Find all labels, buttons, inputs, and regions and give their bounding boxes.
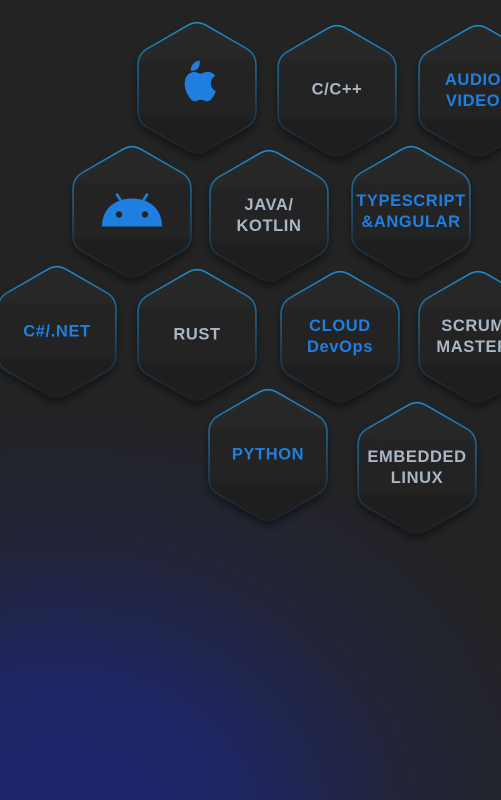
hex-label-typescript-angular[interactable]: TYPESCRIPT &ANGULAR xyxy=(356,192,466,231)
hexagon-rust[interactable] xyxy=(137,268,257,402)
hexagon-typescript[interactable] xyxy=(351,145,471,279)
hex-label-scrum-master[interactable]: SCRUM MASTER xyxy=(436,317,501,356)
hex-label-cloud-devops[interactable]: CLOUD DevOps xyxy=(307,317,373,356)
hexagon-cpp[interactable] xyxy=(277,24,397,158)
android-icon[interactable] xyxy=(100,192,164,233)
hex-label-java-kotlin[interactable]: JAVA/ KOTLIN xyxy=(236,196,302,235)
hexagon-java[interactable] xyxy=(209,149,329,283)
hexagon-scrum[interactable] xyxy=(418,270,501,404)
hex-label-embedded-linux[interactable]: EMBEDDED LINUX xyxy=(367,448,467,487)
hexagon-cloud[interactable] xyxy=(280,270,400,404)
hexagon-python[interactable] xyxy=(208,388,328,522)
hex-label-csharp-dotnet[interactable]: C#/.NET xyxy=(23,322,91,341)
hex-label-rust[interactable]: RUST xyxy=(173,325,221,344)
hex-label-audio-video[interactable]: AUDIO VIDEO xyxy=(444,71,501,110)
hexagon-embedded[interactable] xyxy=(357,401,477,535)
hex-label-cpp[interactable]: C/C++ xyxy=(311,80,363,99)
hexagon-audio[interactable] xyxy=(418,24,501,158)
hexagon-csharp[interactable] xyxy=(0,265,117,399)
apple-icon[interactable] xyxy=(175,56,219,113)
hex-label-python[interactable]: PYTHON xyxy=(231,445,305,464)
